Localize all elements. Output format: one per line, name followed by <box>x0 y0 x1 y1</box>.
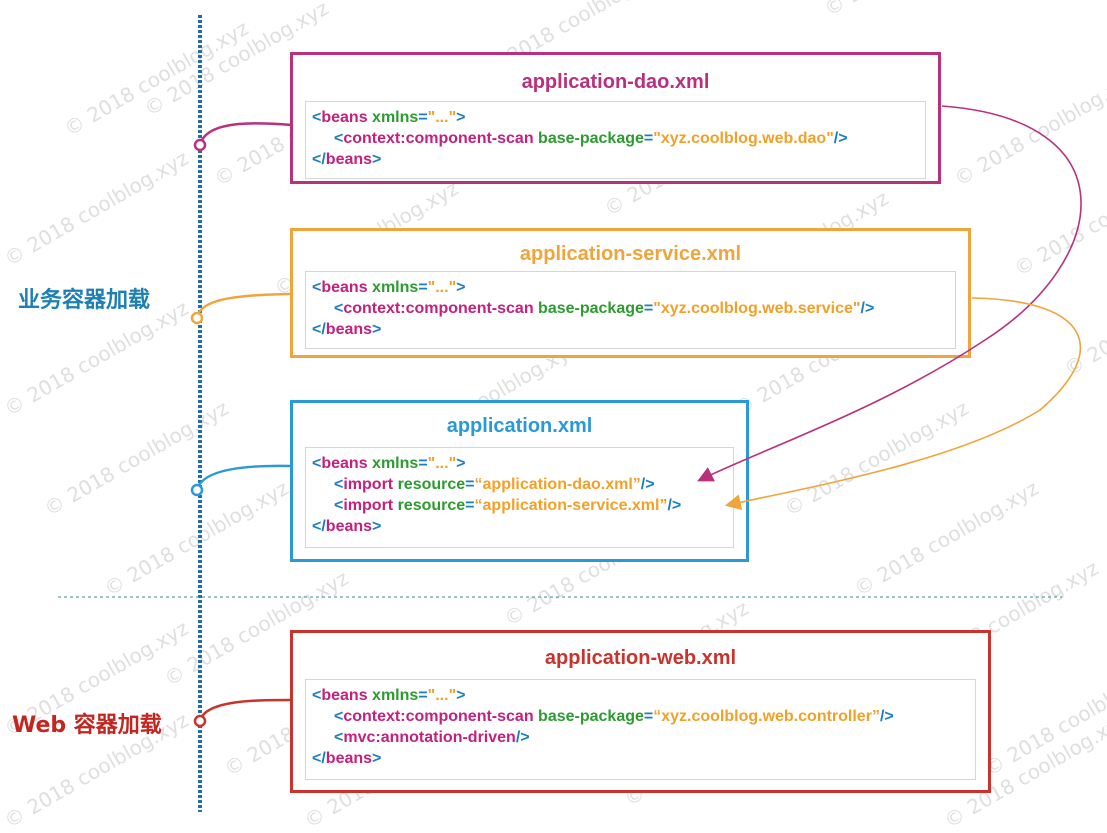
web-node <box>193 714 207 728</box>
web-connector <box>198 698 293 722</box>
web-container-label: Web 容器加载 <box>12 713 162 738</box>
code-line: <context:component-scan base-package="xy… <box>334 300 875 317</box>
import-arrows <box>697 105 1082 511</box>
web-xml-title: application-web.xml <box>544 647 737 669</box>
code-line: <beans xmlns="..."> <box>312 455 466 472</box>
business-container-label: 业务容器加载 <box>18 288 151 313</box>
code-line: <context:component-scan base-package=“xy… <box>334 708 894 725</box>
service-import-arrow <box>724 297 1081 511</box>
web-xml-code: <beans xmlns="..."> <context:component-s… <box>305 679 976 780</box>
code-line: <context:component-scan base-package="xy… <box>334 130 848 147</box>
dao-xml-code: <beans xmlns="..."> <context:component-s… <box>305 101 926 179</box>
code-line: <import resource=“application-service.xm… <box>334 497 682 514</box>
application-xml-code: <beans xmlns="..."> <import resource=“ap… <box>305 447 734 548</box>
service-node <box>190 311 204 325</box>
app-node <box>190 483 204 497</box>
code-line: </beans> <box>312 518 382 535</box>
dao-import-arrow <box>697 105 1082 482</box>
code-line: <mvc:annotation-driven/> <box>334 729 530 746</box>
code-line: </beans> <box>312 321 382 338</box>
web-xml-box: application-web.xml <beans xmlns="..."> … <box>290 630 991 793</box>
code-line: <import resource=“application-dao.xml”/> <box>334 476 655 493</box>
code-line: <beans xmlns="..."> <box>312 279 466 296</box>
service-xml-box: application-service.xml <beans xmlns="..… <box>290 228 971 358</box>
code-line: </beans> <box>312 151 382 168</box>
code-line: <beans xmlns="..."> <box>312 109 466 126</box>
dao-xml-box: application-dao.xml <beans xmlns="..."> … <box>290 52 941 184</box>
dao-node <box>193 138 207 152</box>
dao-xml-title: application-dao.xml <box>521 71 710 93</box>
app-connector <box>195 464 293 491</box>
code-line: <beans xmlns="..."> <box>312 687 466 704</box>
dao-connector <box>198 122 293 146</box>
service-xml-code: <beans xmlns="..."> <context:component-s… <box>305 271 956 349</box>
application-xml-box: application.xml <beans xmlns="..."> <imp… <box>290 400 749 562</box>
connectors <box>58 15 1062 812</box>
service-xml-title: application-service.xml <box>519 243 742 265</box>
application-xml-title: application.xml <box>446 415 593 437</box>
code-line: </beans> <box>312 750 382 767</box>
service-connector <box>195 292 293 319</box>
